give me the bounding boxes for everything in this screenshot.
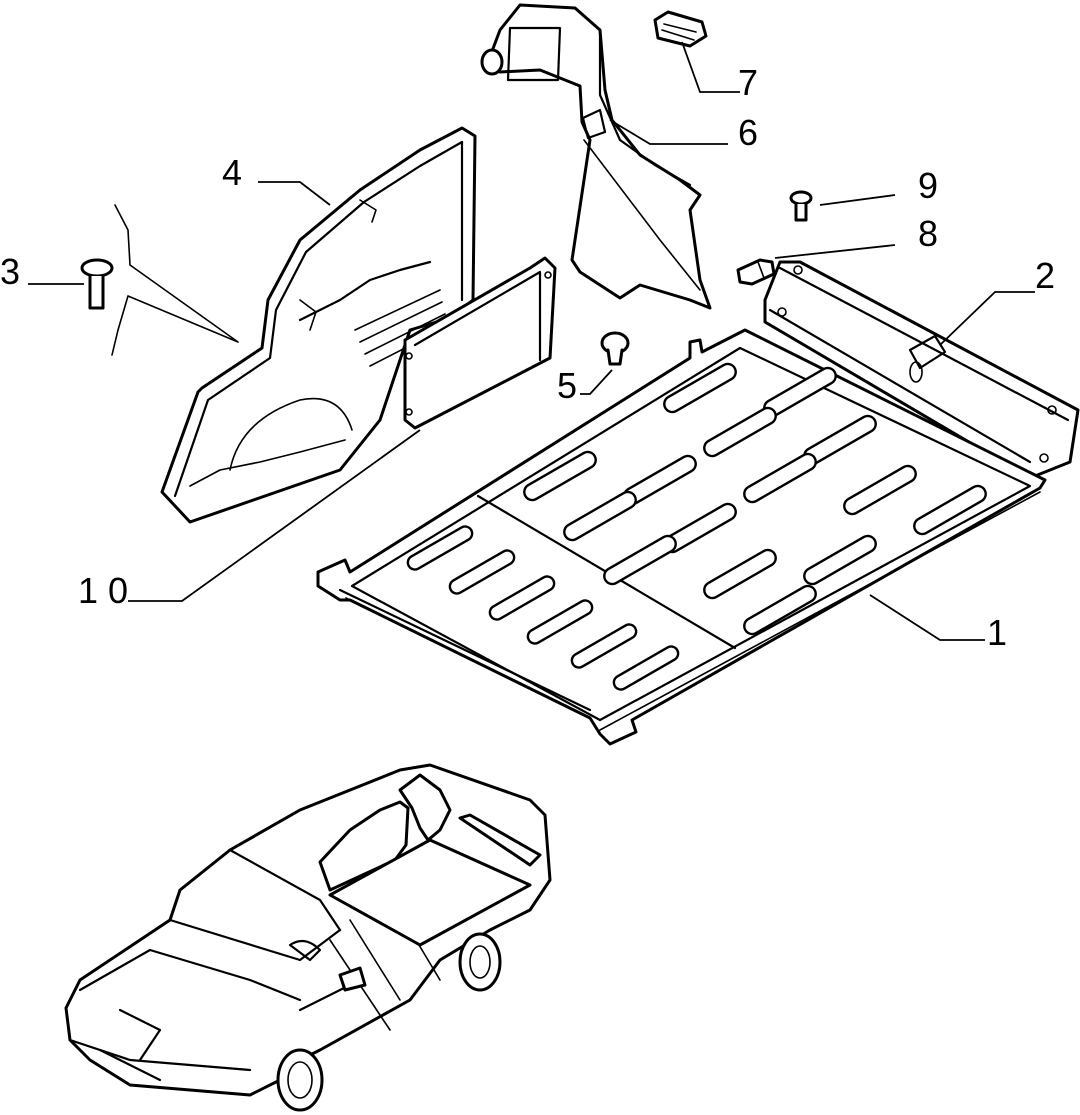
part-10-front-panel — [403, 256, 557, 430]
callout-8: 8 — [918, 213, 938, 254]
part-4-left-side-lining — [160, 126, 477, 524]
callout-3: 3 — [0, 251, 20, 292]
leader-lines — [28, 41, 1035, 641]
callout-5: 5 — [557, 365, 577, 406]
callout-4: 4 — [222, 152, 242, 193]
callout-9: 9 — [918, 165, 938, 206]
part-1-trunk-floor-panel — [316, 328, 1047, 746]
part-2-rear-sill-trim — [763, 260, 1080, 480]
car-overview-illustration — [64, 763, 552, 1112]
callout-10: 1 0 — [78, 570, 128, 611]
callout-7: 7 — [738, 62, 758, 103]
callout-2: 2 — [1035, 255, 1055, 296]
callout-1: 1 — [987, 612, 1007, 653]
part-6-right-side-lining — [480, 3, 712, 310]
callout-labels: 7 6 9 8 2 4 3 5 1 1 0 — [0, 62, 1055, 653]
part-8-fastener-pin — [736, 258, 776, 286]
part-3-push-fastener — [80, 204, 239, 356]
part-9-screw — [789, 190, 813, 222]
part-7-cover-cap — [653, 10, 708, 48]
callout-6: 6 — [738, 112, 758, 153]
part-5-clip-fastener — [600, 331, 630, 366]
floor-panel-slots — [406, 362, 987, 691]
